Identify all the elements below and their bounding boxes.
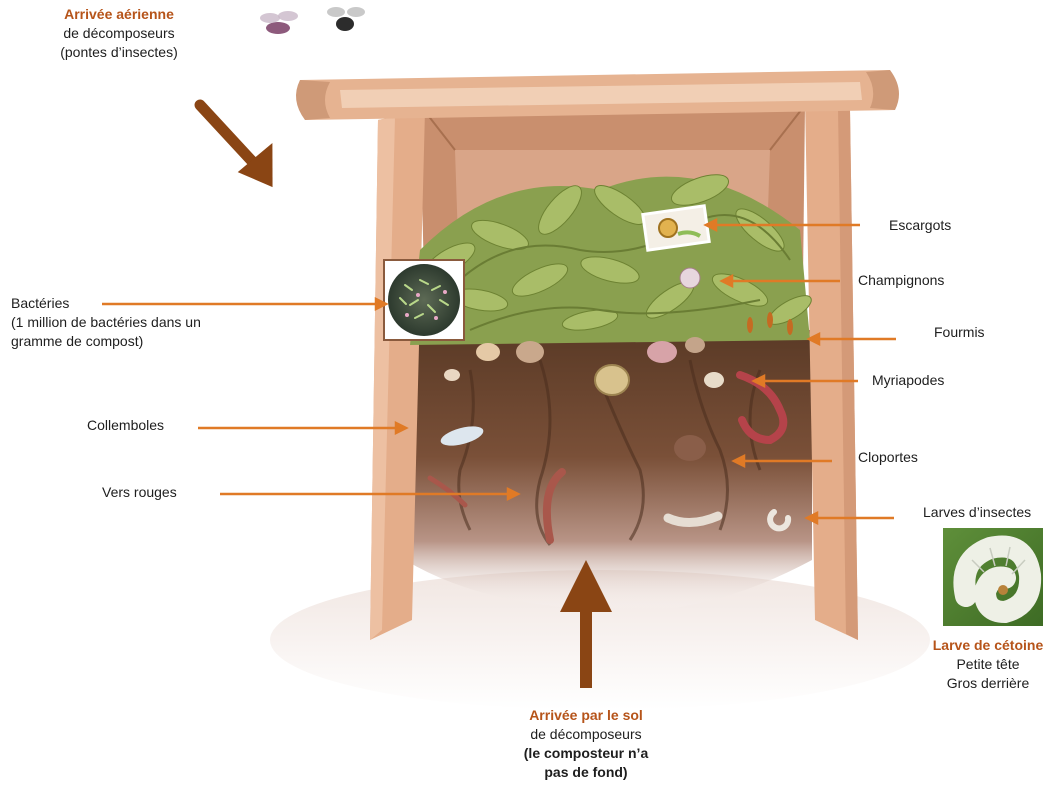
cetoine-line1: Petite tête [928,655,1048,674]
label-champignons: Champignons [858,271,944,290]
label-bacteries-note2: gramme de compost) [11,332,201,351]
bacteria-inset [384,260,464,340]
label-cloportes: Cloportes [858,448,918,467]
label-bacteries: Bactéries (1 million de bactéries dans u… [11,294,201,351]
label-escargots: Escargots [889,216,951,235]
aerial-arrival-title: Arrivée aérienne [34,5,204,24]
label-bacteries-note1: (1 million de bactéries dans un [11,313,201,332]
label-larves: Larves d’insectes [923,503,1031,522]
snail-inset [643,206,709,250]
label-vers-rouges: Vers rouges [102,483,177,502]
label-collemboles: Collemboles [87,416,164,435]
aerial-arrival-line1: de décomposeurs [34,24,204,43]
soil-arrival-block: Arrivée par le sol de décomposeurs (le c… [491,706,681,782]
cetoine-caption: Larve de cétoine Petite tête Gros derriè… [928,636,1048,693]
soil-arrival-line1: de décomposeurs [491,725,681,744]
soil-arrival-line2: (le composteur n’a [491,744,681,763]
cetoine-title: Larve de cétoine [928,636,1048,655]
aerial-arrival-block: Arrivée aérienne de décomposeurs (pontes… [34,5,204,62]
cetoine-photo [943,528,1043,626]
flying-insects [260,7,365,34]
arrow-aerial [200,105,276,187]
label-bacteries-title: Bactéries [11,294,201,313]
aerial-arrival-line2: (pontes d’insectes) [34,43,204,62]
soil-arrival-line3: pas de fond) [491,763,681,782]
soil-arrival-title: Arrivée par le sol [491,706,681,725]
label-fourmis: Fourmis [934,323,985,342]
cetoine-line2: Gros derrière [928,674,1048,693]
label-myriapodes: Myriapodes [872,371,944,390]
